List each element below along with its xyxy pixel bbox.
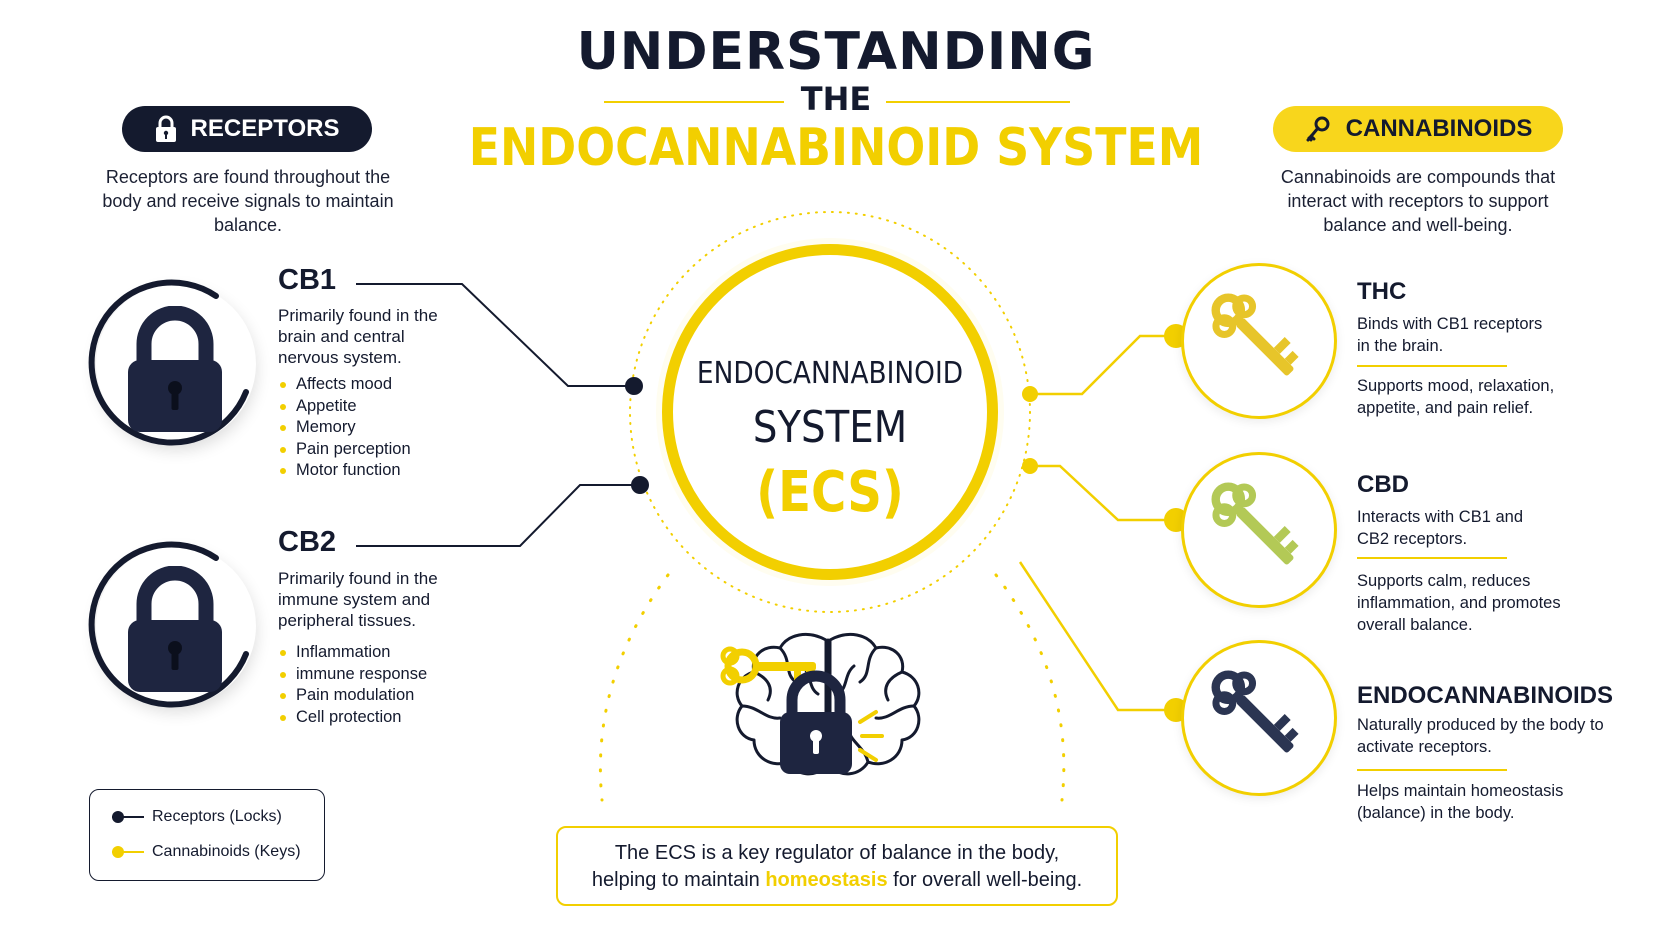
legend: Receptors (Locks) Cannabinoids (Keys)	[89, 789, 325, 881]
list-item: Appetite	[278, 396, 411, 418]
title-rule-left	[604, 101, 784, 103]
cb2-connector-dot	[631, 476, 649, 494]
cb2-description: Primarily found in the immune system and…	[278, 569, 438, 630]
summary-line-2: helping to maintain homeostasis for over…	[558, 867, 1116, 894]
cbd-effects: Supports calm, reduces inflammation, and…	[1357, 572, 1561, 634]
receptors-pill: RECEPTORS	[122, 106, 372, 152]
summary-line-1: The ECS is a key regulator of balance in…	[614, 842, 1060, 864]
thc-key-icon	[1211, 293, 1299, 376]
thc-title: THC	[1357, 278, 1407, 305]
legend-swatch-dark	[112, 811, 144, 823]
cannabinoids-pill-label: CANNABINOIDS	[1345, 115, 1533, 142]
cb1-description: Primarily found in the brain and central…	[278, 306, 438, 367]
thc-connector	[1030, 334, 1176, 396]
endocannabinoids-divider	[1357, 769, 1507, 771]
legend-item-cannabinoids: Cannabinoids (Keys)	[112, 843, 301, 861]
spark-lines-icon	[858, 710, 884, 762]
cb2-bullets: Inflammation immune response Pain modula…	[278, 642, 427, 728]
ecs-label-line-3: (ECS)	[756, 460, 904, 525]
cbd-divider	[1357, 557, 1507, 559]
dotted-arc-right	[994, 573, 1066, 802]
thc-divider	[1357, 365, 1507, 367]
ecs-label-line-2: SYSTEM	[752, 402, 908, 453]
cannabinoids-pill: CANNABINOIDS	[1273, 106, 1563, 152]
cb1-connector-dot	[625, 377, 643, 395]
list-item: Inflammation	[278, 642, 427, 664]
receptors-pill-label: RECEPTORS	[190, 115, 340, 142]
ecs-label-line-1: ENDOCANNABINOID	[696, 356, 964, 391]
dotted-arc-left	[598, 573, 670, 802]
key-icon	[1306, 116, 1330, 142]
cb2-lock-ring-arc	[88, 541, 249, 708]
ecs-dotted-halo	[629, 211, 1031, 613]
endocannabinoids-title: ENDOCANNABINOIDS	[1357, 682, 1614, 709]
lock-icon	[155, 115, 176, 142]
endo-connector	[1018, 561, 1176, 712]
summary-highlight: homeostasis	[765, 869, 888, 891]
summary-lead: helping to maintain	[591, 869, 766, 891]
list-item: immune response	[278, 664, 427, 686]
receptors-intro: Receptors are found throughout the body …	[102, 167, 394, 235]
summary-after: for overall well-being.	[887, 869, 1083, 891]
list-item: Pain perception	[278, 439, 411, 461]
thc-binding: Binds with CB1 receptors in the brain.	[1357, 315, 1543, 355]
list-item: Pain modulation	[278, 685, 427, 707]
list-item: Affects mood	[278, 374, 411, 396]
cb2-connector	[356, 484, 640, 547]
endocannabinoids-key-icon	[1211, 670, 1299, 753]
brain-key-lock-illustration	[720, 632, 921, 776]
title-rule-right	[886, 101, 1070, 103]
cb1-title: CB1	[278, 264, 337, 296]
title-line-2: THE	[800, 80, 872, 118]
thc-effects: Supports mood, relaxation, appetite, and…	[1357, 377, 1555, 417]
legend-swatch-yellow	[112, 846, 144, 858]
legend-label-receptors: Receptors (Locks)	[152, 808, 282, 825]
padlock-icon	[128, 566, 222, 692]
cb1-connector	[356, 283, 634, 387]
list-item: Motor function	[278, 460, 411, 482]
endocannabinoids-effects: Helps maintain homeostasis (balance) in …	[1357, 782, 1564, 822]
cbd-key-icon	[1211, 482, 1299, 565]
list-item: Memory	[278, 417, 411, 439]
legend-label-cannabinoids: Cannabinoids (Keys)	[152, 843, 301, 860]
cb1-bullets: Affects mood Appetite Memory Pain percep…	[278, 374, 411, 482]
cb2-title: CB2	[278, 526, 337, 558]
cbd-binding: Interacts with CB1 and CB2 receptors.	[1357, 508, 1523, 548]
cbd-connector	[1030, 464, 1176, 522]
legend-item-receptors: Receptors (Locks)	[112, 808, 282, 826]
endocannabinoids-binding: Naturally produced by the body to activa…	[1357, 716, 1604, 756]
padlock-icon	[780, 670, 852, 774]
cannabinoids-intro: Cannabinoids are compounds that interact…	[1280, 167, 1556, 235]
padlock-icon	[128, 306, 222, 432]
ecs-circle	[662, 244, 998, 580]
cb1-lock-ring-arc	[88, 279, 249, 446]
list-item: Cell protection	[278, 707, 427, 729]
summary-box: The ECS is a key regulator of balance in…	[556, 826, 1118, 906]
cbd-title: CBD	[1357, 471, 1409, 498]
title-line-1: UNDERSTANDING	[576, 22, 1096, 82]
title-line-3: ENDOCANNABINOID SYSTEM	[468, 118, 1204, 178]
